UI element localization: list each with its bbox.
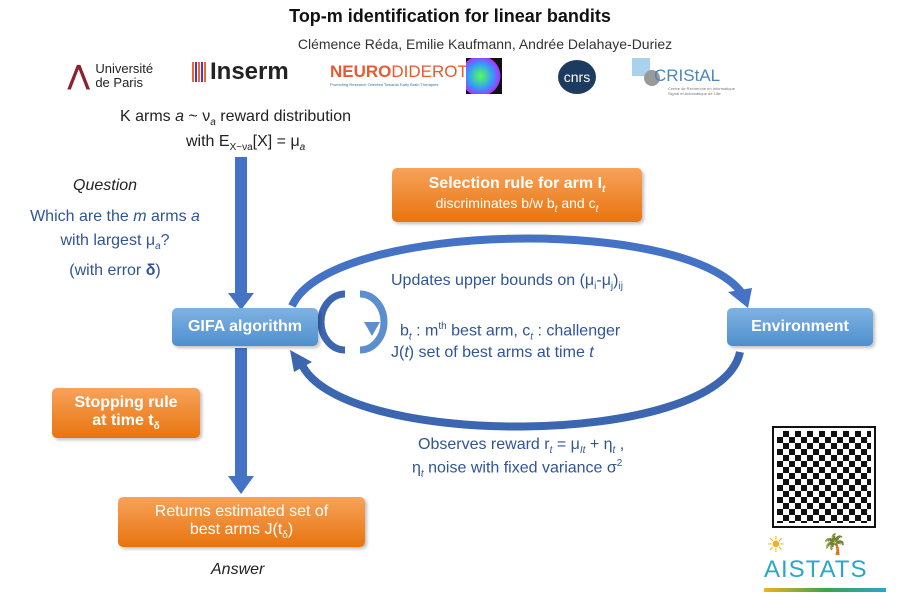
jt-text: J(t) set of best arms at time t xyxy=(391,344,594,361)
poster-title: Top-m identification for linear bandits xyxy=(289,6,611,26)
noise-text: ηt noise with fixed variance σ2 xyxy=(412,458,623,480)
returns-box: Returns estimated set of best arms J(tδ) xyxy=(118,497,365,547)
brain-image xyxy=(466,58,502,94)
selection-rule-box: Selection rule for arm It discriminates … xyxy=(392,168,642,222)
setup-line-1: K arms a ~ νa reward distribution xyxy=(120,108,351,129)
question-text: Which are the m arms a with largest μa? … xyxy=(30,208,200,280)
qr-code[interactable] xyxy=(772,426,876,528)
logo-aistats: ☀ 🌴 AISTATS xyxy=(760,532,888,594)
arrow-setup-to-gifa xyxy=(228,157,254,310)
authors: Clémence Réda, Emilie Kaufmann, Andrée D… xyxy=(297,36,673,52)
bt-text: bt : mth best arm, ct : challenger xyxy=(400,321,621,343)
logo-cnrs: cnrs xyxy=(558,60,596,94)
question-label: Question xyxy=(73,177,138,194)
logo-inserm: Inserm xyxy=(192,58,289,86)
observes-text: Observes reward rt = μIt + ηt , xyxy=(418,436,625,457)
updates-text: Updates upper bounds on (μi-μj)ij xyxy=(391,272,623,293)
arrow-environment-to-gifa xyxy=(296,350,744,431)
stopping-rule-box: Stopping rule at time tδ xyxy=(52,388,200,438)
cycle-arrows-icon xyxy=(317,290,388,354)
arrow-gifa-to-returns xyxy=(228,348,254,494)
environment-box: Environment xyxy=(727,308,873,346)
setup-line-2: with EX~νa[X] = μa xyxy=(186,133,306,154)
logo-neurodiderot: NEURODIDEROT Promoting Research Oriented… xyxy=(330,62,468,87)
answer-label: Answer xyxy=(211,561,265,578)
gifa-algorithm-box: GIFA algorithm xyxy=(172,308,318,346)
arrow-gifa-to-environment xyxy=(288,234,749,308)
